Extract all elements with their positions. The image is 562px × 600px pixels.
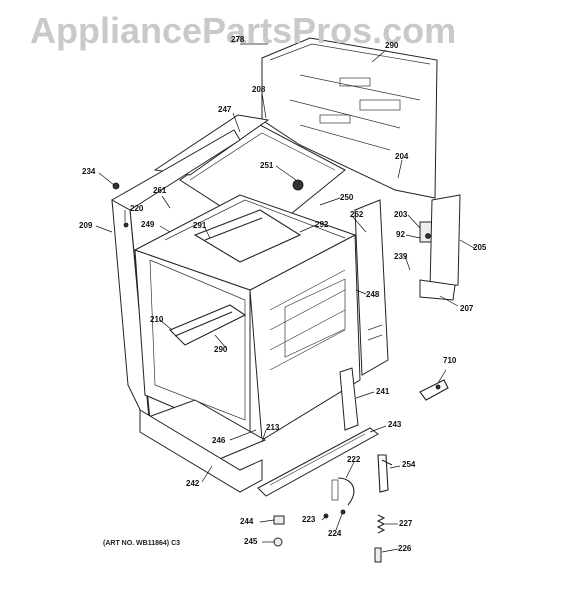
callout-220: 220: [130, 204, 144, 213]
screw-224: [340, 509, 346, 515]
callout-246: 246: [212, 436, 226, 445]
callout-239: 239: [394, 252, 408, 261]
callout-262: 262: [350, 210, 364, 219]
oven-cavity: [133, 194, 361, 441]
spring-227: [376, 514, 386, 534]
rear-cover: [419, 194, 461, 301]
callout-204: 204: [395, 152, 409, 161]
back-panel: [261, 37, 438, 199]
callout-710: 710: [443, 356, 457, 365]
callout-278: 278: [231, 35, 245, 44]
callout-92: 92: [396, 230, 405, 239]
brace: [339, 367, 359, 431]
callout-261: 261: [153, 186, 167, 195]
right-side-panel: [354, 199, 389, 376]
bottom-panel: [138, 399, 267, 493]
bake-element: [169, 304, 247, 346]
hinge-254: [377, 454, 393, 493]
callout-290: 290: [214, 345, 228, 354]
callout-223: 223: [302, 515, 316, 524]
left-side-panel: [111, 129, 241, 431]
callout-248: 248: [366, 290, 380, 299]
callout-245: 245: [244, 537, 258, 546]
broil-element: [193, 209, 302, 263]
hinge-bracket-710: [419, 379, 449, 401]
callout-209: 209: [79, 221, 93, 230]
callout-244: 244: [240, 517, 254, 526]
leveler-245: [273, 537, 283, 547]
callout-208: 208: [252, 85, 266, 94]
callout-227: 227: [399, 519, 413, 528]
callout-247: 247: [218, 105, 232, 114]
callout-291: 291: [193, 221, 207, 230]
front-rail: [257, 427, 379, 497]
clip-244: [273, 515, 285, 525]
callout-226: 226: [398, 544, 412, 553]
callout-205: 205: [473, 243, 487, 252]
callout-203: 203: [394, 210, 408, 219]
callout-213: 213: [266, 423, 280, 432]
callout-250: 250: [340, 193, 354, 202]
callout-243: 243: [388, 420, 402, 429]
callout-234: 234: [82, 167, 96, 176]
callout-251: 251: [260, 161, 274, 170]
callout-210: 210: [150, 315, 164, 324]
callout-290-top: 290: [385, 41, 399, 50]
callout-242: 242: [186, 479, 200, 488]
callout-224: 224: [328, 529, 342, 538]
hinge-222: [331, 477, 355, 506]
callout-207: 207: [460, 304, 474, 313]
callout-249: 249: [141, 220, 155, 229]
callout-241: 241: [376, 387, 390, 396]
leader-lines: [95, 43, 475, 553]
callout-292: 292: [315, 220, 329, 229]
callout-254: 254: [402, 460, 416, 469]
pin-226: [374, 547, 382, 563]
art-number: (ART NO. WB11864) C3: [103, 540, 181, 547]
watermark-logo: AppliancePartsPros.com: [30, 10, 457, 51]
callout-222: 222: [347, 455, 361, 464]
